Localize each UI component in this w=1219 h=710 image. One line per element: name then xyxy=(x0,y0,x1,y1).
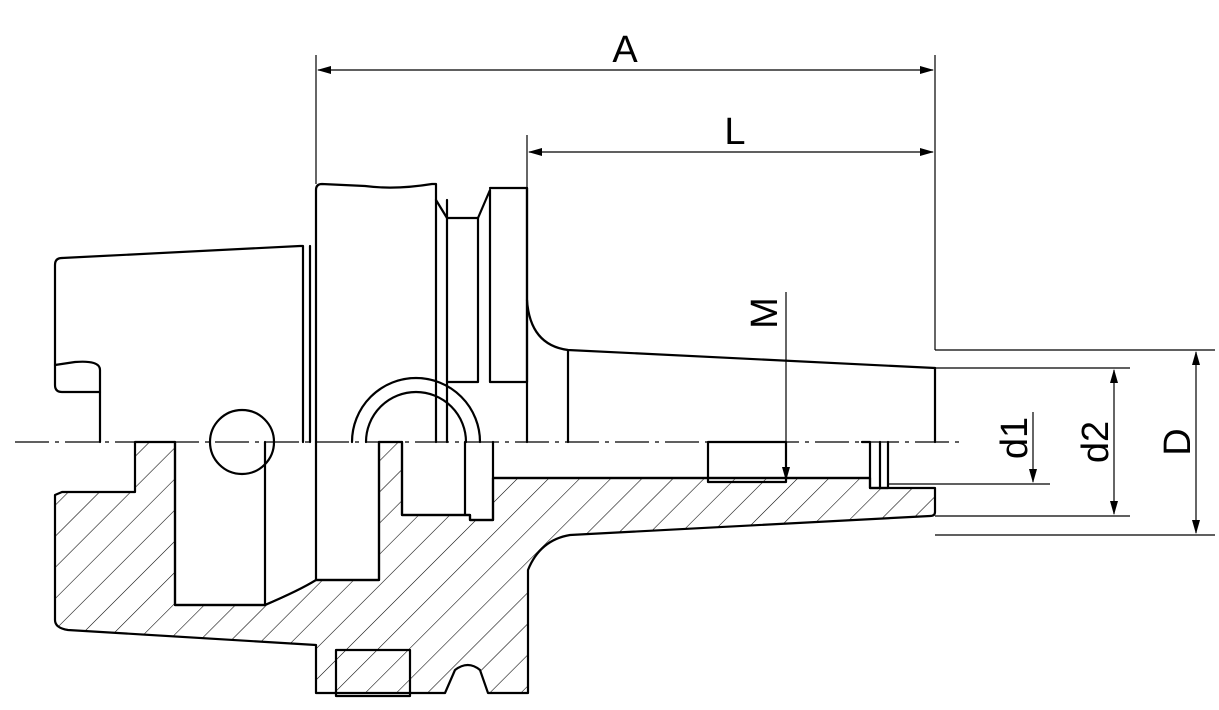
dimension-d2: d2 xyxy=(935,367,1130,517)
dimension-L: L xyxy=(526,111,934,188)
dim-label-L: L xyxy=(724,111,745,153)
dimension-M: M xyxy=(744,292,790,481)
dimension-d1: d1 xyxy=(888,412,1050,485)
dimension-D: D xyxy=(1157,351,1200,534)
dim-label-D: D xyxy=(1157,428,1199,455)
dim-label-M: M xyxy=(744,297,786,329)
dimension-A: A xyxy=(315,29,936,350)
coolant-ball xyxy=(208,408,276,476)
dim-label-A: A xyxy=(612,29,638,71)
dim-label-d1: d1 xyxy=(994,417,1036,459)
upper-half-view xyxy=(53,182,1215,476)
dim-label-d2: d2 xyxy=(1075,421,1117,463)
lower-half-section xyxy=(53,440,1215,698)
